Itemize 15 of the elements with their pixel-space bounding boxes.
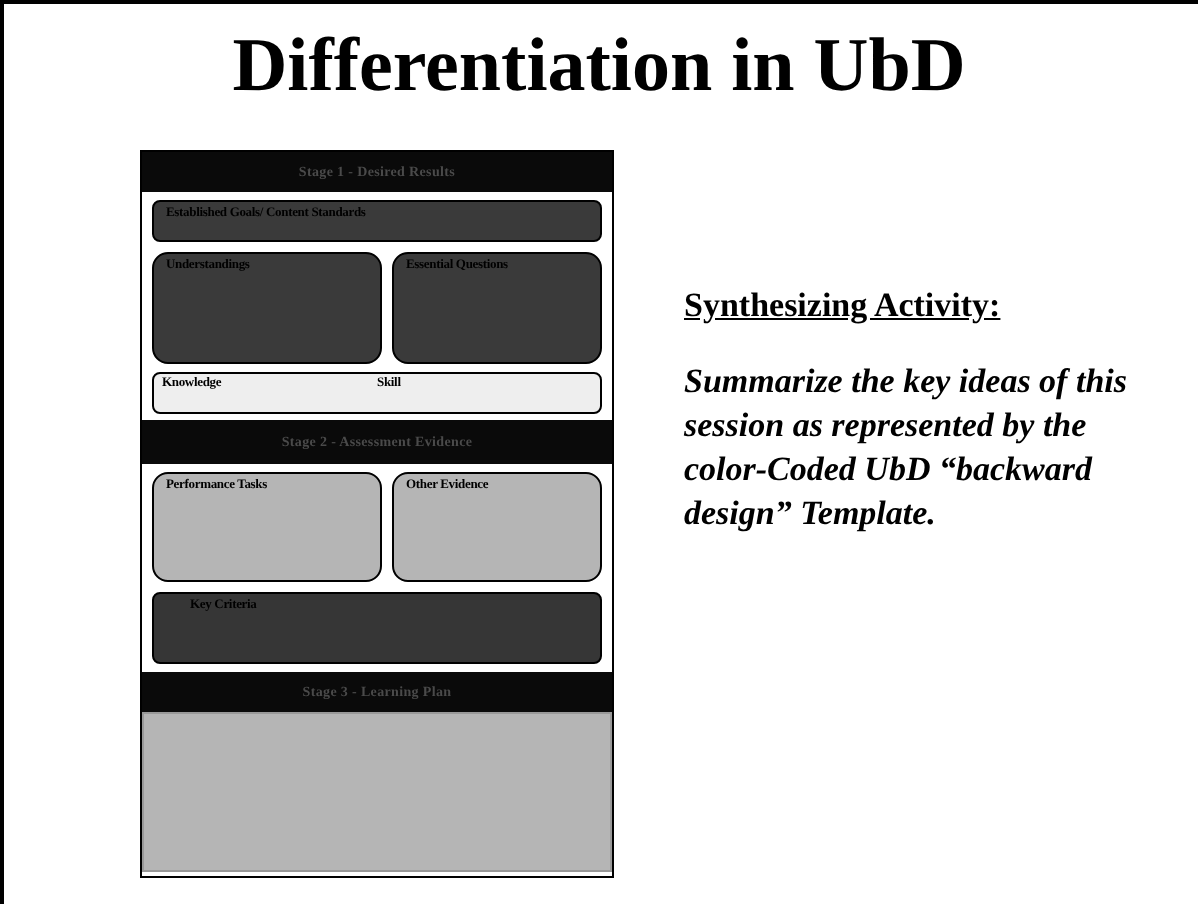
template-section: [152, 200, 602, 242]
template-section: [392, 252, 602, 364]
template-section: [152, 372, 602, 414]
slide-title: Differentiation in UbD: [230, 22, 968, 112]
activity-instructions: Summarize the key ideas of this session as represented by the color-Coded UbD “backward design” Template.: [684, 359, 1128, 535]
stage-header-band: [142, 152, 612, 192]
template-section: [392, 472, 602, 582]
template-section: [152, 472, 382, 582]
template-frame: [140, 150, 614, 878]
template-section: [152, 592, 602, 664]
learning-plan-area: [142, 712, 612, 872]
stage-header-band: [142, 672, 612, 712]
activity-heading: Synthesizing Activity:: [684, 284, 1003, 328]
stage-header-band: [142, 420, 612, 464]
template-section: [152, 252, 382, 364]
